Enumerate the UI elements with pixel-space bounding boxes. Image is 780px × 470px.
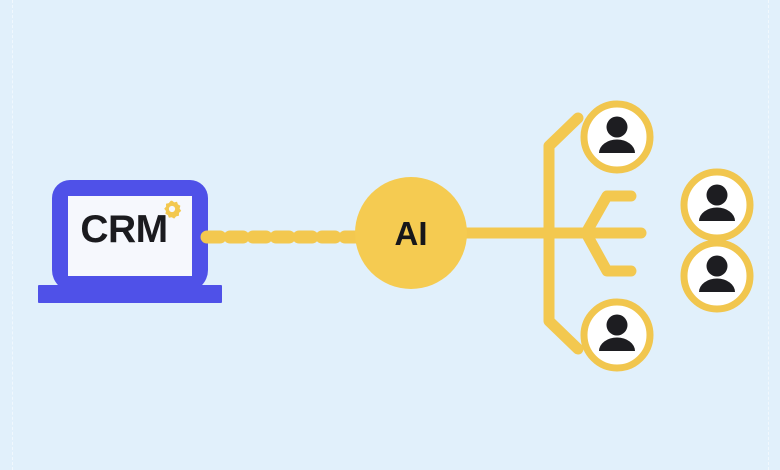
ai-label: AI xyxy=(365,210,457,256)
ai-to-people-connectors xyxy=(460,112,647,355)
avatar-person-bottom xyxy=(580,298,654,372)
ai-circle xyxy=(355,177,467,289)
ai-node xyxy=(355,177,467,289)
gear-icon xyxy=(164,200,182,219)
ai-label-text: AI xyxy=(394,214,428,252)
user-icon xyxy=(599,314,635,351)
fork-line xyxy=(580,190,637,277)
crm-label: CRM xyxy=(66,200,182,258)
crm-label-text: CRM xyxy=(80,207,168,251)
laptop-base xyxy=(38,285,222,303)
avatar-person-top xyxy=(580,100,654,174)
avatar-person-right-upper xyxy=(680,168,754,242)
user-icon xyxy=(599,116,635,153)
avatar-person-right-lower xyxy=(680,239,754,313)
user-icon xyxy=(699,255,735,292)
spine-line xyxy=(543,112,584,355)
user-icon xyxy=(699,184,735,221)
